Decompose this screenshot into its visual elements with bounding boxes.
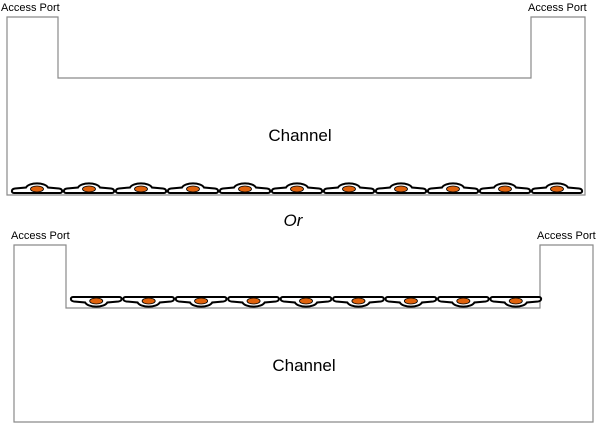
- bottom-channel-label: Channel: [272, 356, 336, 375]
- cell: [174, 296, 228, 308]
- cell: [530, 182, 584, 194]
- top-cell-layer: [10, 182, 584, 194]
- top-left-port-label: Access Port: [1, 2, 60, 14]
- cell: [166, 182, 220, 194]
- cell: [270, 182, 324, 194]
- top-right-port-label: Access Port: [528, 2, 587, 14]
- cell-nucleus: [141, 297, 156, 305]
- cell-nucleus: [30, 185, 44, 193]
- cell: [322, 182, 376, 194]
- cell-nucleus: [508, 297, 523, 305]
- cell: [489, 296, 543, 308]
- top-channel-outline: [6, 16, 586, 196]
- cell: [122, 296, 176, 308]
- cell: [218, 182, 272, 194]
- cell: [62, 182, 116, 194]
- cell-nucleus: [446, 185, 460, 193]
- cell: [436, 296, 490, 308]
- cell-nucleus: [186, 185, 200, 193]
- separator-or: Or: [283, 211, 303, 230]
- cell: [69, 296, 123, 308]
- bottom-right-port-label: Access Port: [537, 230, 596, 242]
- cell-nucleus: [246, 297, 261, 305]
- cell-nucleus: [89, 297, 104, 305]
- cell-nucleus: [351, 297, 366, 305]
- cell: [384, 296, 438, 308]
- cell-nucleus: [194, 297, 209, 305]
- cell-nucleus: [498, 185, 512, 193]
- cell-nucleus: [456, 297, 471, 305]
- cell-nucleus: [238, 185, 252, 193]
- cell-nucleus: [394, 185, 408, 193]
- cell-nucleus: [403, 297, 418, 305]
- cell: [374, 182, 428, 194]
- cell: [332, 296, 385, 308]
- bottom-channel-outline: [13, 244, 594, 423]
- cell: [279, 296, 333, 308]
- cell: [426, 182, 480, 194]
- bottom-cell-layer: [69, 296, 543, 308]
- cell-nucleus: [290, 185, 304, 193]
- top-channel-label: Channel: [268, 126, 332, 145]
- cell: [114, 182, 168, 194]
- cell-nucleus: [82, 185, 96, 193]
- cell: [227, 296, 280, 308]
- cell-nucleus: [342, 185, 356, 193]
- cell-nucleus: [550, 185, 564, 193]
- cell: [10, 182, 64, 194]
- bottom-left-port-label: Access Port: [11, 230, 70, 242]
- cell-nucleus: [134, 185, 148, 193]
- cell-nucleus: [299, 297, 313, 305]
- cell: [478, 182, 532, 194]
